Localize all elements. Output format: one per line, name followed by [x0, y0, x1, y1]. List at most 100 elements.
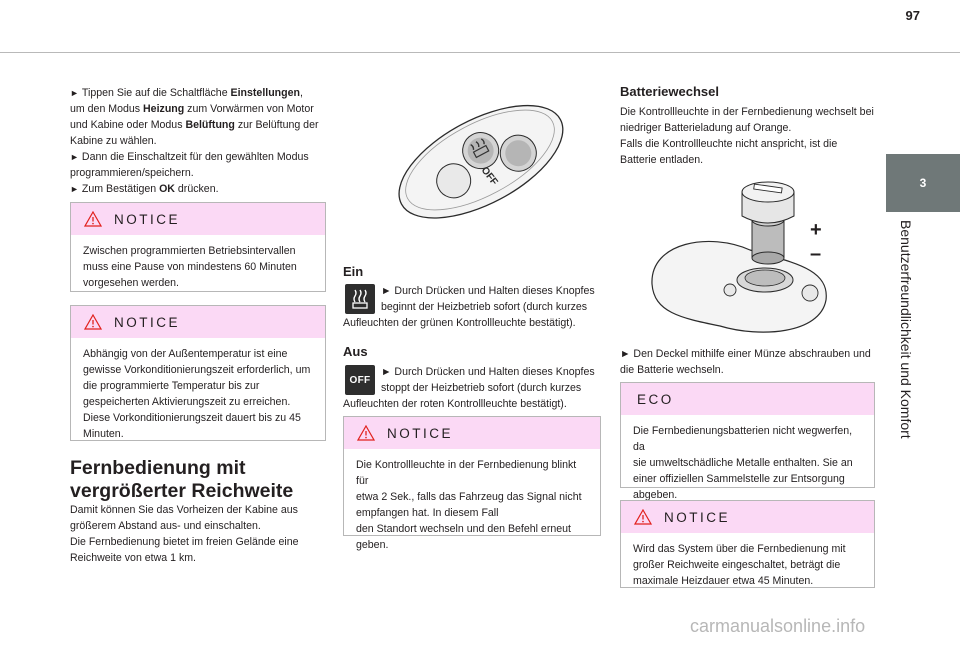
watermark: carmanualsonline.info	[690, 616, 866, 636]
intro-line: Kabine zu wählen.	[70, 133, 330, 149]
chapter-tab[interactable]: 3	[886, 154, 960, 212]
notice-header: NOTICE	[71, 306, 325, 338]
ein-text-top: ► Durch Drücken und Halten dieses Knopfe…	[381, 283, 603, 315]
text-line: sie umweltschädliche Metalle enthalten. …	[633, 457, 853, 469]
text-line: Minuten.	[83, 428, 124, 440]
notice-header: NOTICE	[344, 417, 600, 449]
text-line: maximale Heizdauer etwa 45 Minuten.	[633, 575, 814, 587]
text-line: die programmierte Temperatur bis zur	[83, 380, 260, 392]
text-line: Die Fernbedienung bietet im freien Gelän…	[70, 536, 299, 548]
notice-header: NOTICE	[621, 501, 874, 533]
section-heading-remote: Fernbedienung mit vergrößerter Reichweit…	[70, 457, 330, 503]
warning-icon	[84, 314, 102, 330]
eco-header: ECO	[621, 383, 874, 415]
bullet-arrow-icon: ►	[70, 184, 79, 194]
bullet-arrow-icon: ►	[70, 88, 79, 98]
notice-header: NOTICE	[71, 203, 325, 235]
battery-heading: Batteriewechsel	[620, 84, 719, 99]
ein-heading: Ein	[343, 264, 364, 279]
text-line: Aufleuchten der roten Kontrollleuchte be…	[343, 398, 567, 410]
text-line: großer Reichweite eingeschaltet, beträgt…	[633, 559, 841, 571]
text-line: Diese Vorkonditionierungszeit dauert bis…	[83, 412, 301, 424]
intro-lines: ►Tippen Sie auf die Schaltfläche Einstel…	[70, 85, 330, 197]
text-run: Kabine zu wählen.	[70, 135, 157, 147]
plus-sign: +	[810, 219, 822, 241]
text-line: vorgesehen werden.	[83, 277, 179, 289]
notice-body: Abhängig von der Außentemperatur ist ein…	[71, 338, 325, 448]
text-run: Zum Bestätigen	[81, 183, 160, 195]
text-line: Zwischen programmierten Betriebsinterval…	[83, 245, 296, 257]
text-line: Die Kontrollleuchte in der Fernbedienung…	[620, 106, 874, 118]
text-line: gewisse Vorkonditionierungszeit erforder…	[83, 364, 311, 376]
bold-term: Heizung	[143, 103, 185, 115]
intro-line: ►Dann die Einschaltzeit für den gewählte…	[70, 149, 330, 165]
heading-line: vergrößerter Reichweite	[70, 480, 294, 502]
notice-body: Die Kontrollleuchte in der Fernbedienung…	[344, 449, 600, 559]
notice-box-1: NOTICE Zwischen programmierten Betriebsi…	[70, 202, 326, 292]
text-line: beginnt der Heizbetrieb sofort (durch ku…	[381, 301, 588, 313]
bold-term: OK	[159, 183, 175, 195]
off-icon-label: OFF	[349, 374, 371, 386]
chapter-number: 3	[919, 176, 927, 190]
remote-description: Damit können Sie das Vorheizen der Kabin…	[70, 502, 330, 566]
aus-text-bottom: Aufleuchten der roten Kontrollleuchte be…	[343, 396, 603, 412]
text-run: Dann die Einschaltzeit für den gewählten…	[81, 151, 309, 163]
chapter-title-text: Benutzerfreundlichkeit und Komfort	[898, 220, 914, 439]
text-line: muss eine Pause von mindestens 60 Minute…	[83, 261, 297, 273]
intro-line: um den Modus Heizung zum Vorwärmen von M…	[70, 101, 330, 117]
warning-icon	[634, 509, 652, 525]
intro-line: und Kabine oder Modus Belüftung zur Belü…	[70, 117, 330, 133]
text-line: Abhängig von der Außentemperatur ist ein…	[83, 348, 288, 360]
minus-sign: –	[810, 243, 821, 265]
eco-title: ECO	[637, 391, 674, 407]
bold-term: Belüftung	[185, 119, 235, 131]
text-line: Die Fernbedienungsbatterien nicht wegwer…	[633, 425, 853, 453]
battery-replacement-illustration: + –	[651, 181, 827, 333]
heater-symbol-icon	[352, 289, 368, 309]
heater-off-icon: OFF	[345, 365, 375, 395]
text-line: ► Durch Drücken und Halten dieses Knopfe…	[381, 366, 595, 378]
text-line: ► Durch Drücken und Halten dieses Knopfe…	[381, 285, 595, 297]
battery-intro: Die Kontrollleuchte in der Fernbedienung…	[620, 104, 878, 168]
text-line: niedriger Batterieladung auf Orange.	[620, 122, 792, 134]
text-run: Tippen Sie auf die Schaltfläche	[81, 87, 231, 99]
text-run: ,	[300, 87, 303, 99]
text-line: Damit können Sie das Vorheizen der Kabin…	[70, 504, 298, 516]
text-line: einer offiziellen Sammelstelle zur Entso…	[633, 473, 845, 485]
text-run: um den Modus	[70, 103, 144, 115]
notice-title: NOTICE	[664, 509, 731, 525]
text-run: zum Vorwärmen von Motor	[184, 103, 314, 115]
text-line: etwa 2 Sek., falls das Fahrzeug das Sign…	[356, 491, 582, 503]
text-line: stoppt der Heizbetrieb sofort (durch kur…	[381, 382, 582, 394]
text-line: Falls die Kontrollleuchte nicht ansprich…	[620, 138, 838, 150]
text-line: die Batterie wechseln.	[620, 364, 724, 376]
battery-step: ► Den Deckel mithilfe einer Münze abschr…	[620, 346, 878, 378]
notice-title: NOTICE	[387, 425, 454, 441]
aus-heading: Aus	[343, 344, 368, 359]
text-run: zur Belüftung der	[234, 119, 319, 131]
text-line: Wird das System über die Fernbedienung m…	[633, 543, 846, 555]
notice-box-2: NOTICE Abhängig von der Außentemperatur …	[70, 305, 326, 441]
text-line: Batterie entladen.	[620, 154, 704, 166]
warning-icon	[84, 211, 102, 227]
notice-box-4: NOTICE Wird das System über die Fernbedi…	[620, 500, 875, 588]
notice-title: NOTICE	[114, 211, 181, 227]
text-line: größerem Abstand aus- und einschalten.	[70, 520, 261, 532]
aus-text-top: ► Durch Drücken und Halten dieses Knopfe…	[381, 364, 603, 396]
notice-title: NOTICE	[114, 314, 181, 330]
notice-body: Wird das System über die Fernbedienung m…	[621, 533, 874, 595]
eco-box: ECO Die Fernbedienungsbatterien nicht we…	[620, 382, 875, 501]
remote-control-illustration: OFF	[398, 104, 564, 219]
intro-line: ►Zum Bestätigen OK drücken.	[70, 181, 330, 197]
text-line: Die Kontrollleuchte in der Fernbedienung…	[356, 459, 577, 487]
heater-on-icon	[345, 284, 375, 314]
bullet-arrow-icon: ►	[70, 152, 79, 162]
intro-line: programmieren/speichern.	[70, 165, 330, 181]
eco-body: Die Fernbedienungsbatterien nicht wegwer…	[621, 415, 874, 509]
text-line: ► Den Deckel mithilfe einer Münze abschr…	[620, 348, 871, 360]
text-line: Reichweite von etwa 1 km.	[70, 552, 197, 564]
text-line: abgeben.	[633, 489, 678, 501]
header-rule	[0, 52, 960, 53]
text-line: empfangen hat. In diesem Fall	[356, 507, 499, 519]
text-line: geben.	[356, 539, 389, 551]
